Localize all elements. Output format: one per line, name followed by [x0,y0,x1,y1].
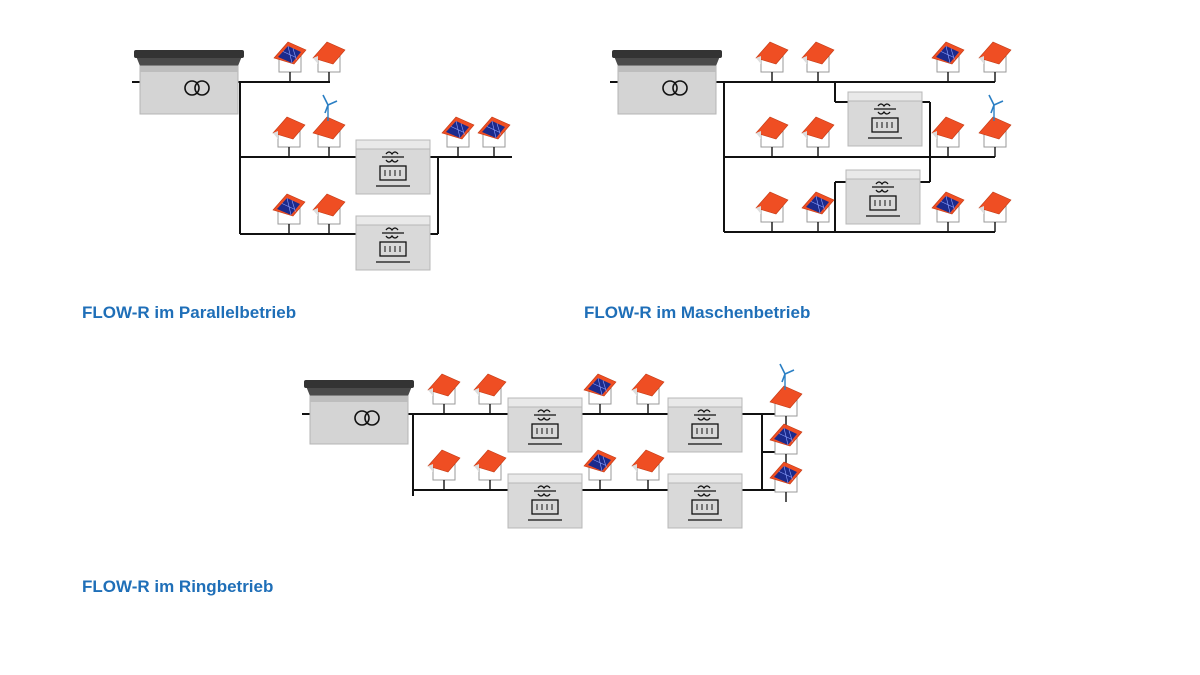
house-icon [755,41,789,83]
house-icon [755,116,789,158]
house-icon [272,116,306,158]
house-wind-turbine-icon [769,363,803,427]
flow-r-unit-icon [507,473,583,529]
house-icon [427,449,461,491]
house-icon [801,116,835,158]
transformer-station-icon [303,379,415,445]
house-solar-icon [441,116,475,158]
transformer-station-icon [133,49,245,115]
house-solar-icon [477,116,511,158]
house-icon [978,191,1012,233]
house-solar-icon [273,41,307,83]
house-solar-icon [583,373,617,415]
house-icon [631,373,665,415]
house-icon [427,373,461,415]
house-wind-turbine-icon [978,94,1012,158]
house-solar-icon [769,423,803,465]
house-solar-icon [801,191,835,233]
flow-r-unit-icon [847,91,923,147]
house-icon [978,41,1012,83]
house-solar-icon [769,461,803,503]
house-icon [312,41,346,83]
house-icon [312,193,346,235]
house-icon [631,449,665,491]
house-icon [473,373,507,415]
house-icon [755,191,789,233]
flow-r-unit-icon [845,169,921,225]
network-components [133,41,1012,529]
house-icon [801,41,835,83]
caption-parallel-operation: FLOW-R im Parallelbetrieb [82,303,297,322]
house-solar-icon [272,193,306,235]
house-icon [473,449,507,491]
flow-r-unit-icon [507,397,583,453]
flow-r-unit-icon [355,215,431,271]
transformer-station-icon [611,49,723,115]
house-solar-icon [583,449,617,491]
flow-r-unit-icon [667,397,743,453]
house-solar-icon [931,41,965,83]
house-solar-icon [931,191,965,233]
flow-r-unit-icon [667,473,743,529]
house-icon [931,116,965,158]
caption-ring-operation: FLOW-R im Ringbetrieb [82,577,274,596]
caption-mesh-operation: FLOW-R im Maschenbetrieb [584,303,811,322]
house-wind-turbine-icon [312,94,346,158]
flow-r-unit-icon [355,139,431,195]
